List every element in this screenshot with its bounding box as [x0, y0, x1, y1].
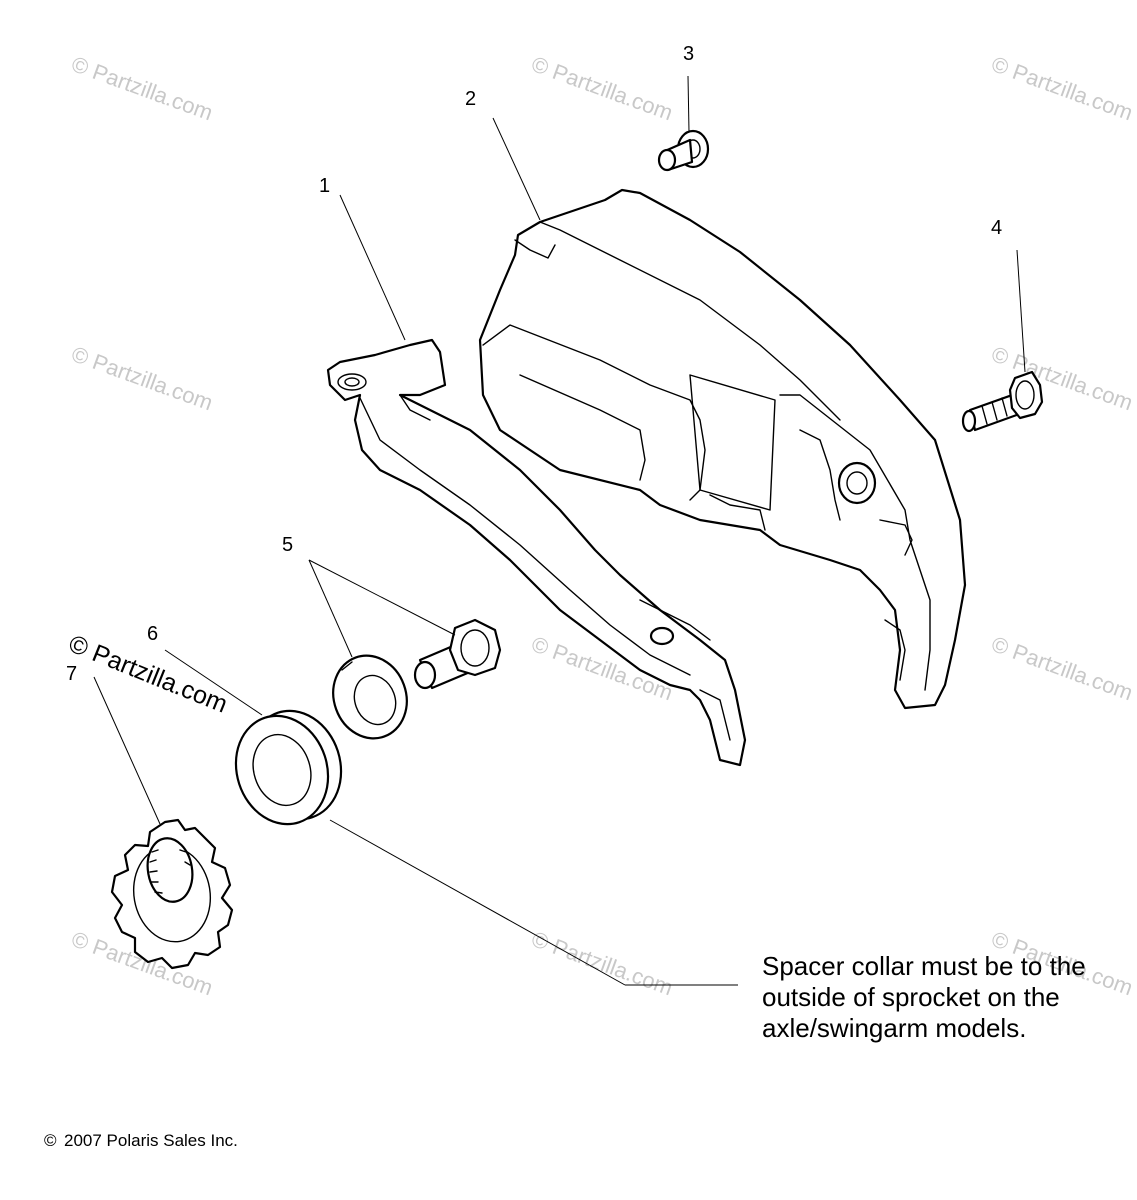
callout-7: 7 [66, 663, 77, 685]
watermark-tile: © Partzilla.com [68, 341, 216, 415]
callout-2: 2 [465, 88, 476, 110]
callout-4: 4 [991, 217, 1002, 239]
watermark-tile: © Partzilla.com [528, 926, 676, 1000]
callout-3: 3 [683, 43, 694, 65]
part-7-sprocket [110, 818, 234, 970]
part-5-washer [332, 654, 408, 740]
note-line-2: outside of sprocket on the [762, 982, 1060, 1012]
part-5-bolt [413, 618, 502, 690]
watermark-tile: © Partzilla.com [988, 631, 1136, 705]
copyright-text: 2007 Polaris Sales Inc. [64, 1131, 238, 1150]
part-3-bolt [657, 129, 710, 172]
assembly-note: Spacer collar must be to the outside of … [762, 951, 1086, 1043]
watermark-tile: © Partzilla.com [988, 51, 1136, 125]
part-2-chain-guard [478, 188, 967, 710]
watermark-tile: © Partzilla.com [528, 51, 676, 125]
callout-6: 6 [147, 623, 158, 645]
callout-5: 5 [282, 534, 293, 556]
copyright: © 2007 Polaris Sales Inc. [44, 1131, 238, 1150]
note-line-3: axle/swingarm models. [762, 1013, 1026, 1043]
leader-lines [93, 75, 1026, 986]
part-4-bolt [961, 370, 1044, 433]
copyright-symbol: © [44, 1131, 57, 1150]
callouts: 1 2 3 4 5 6 7 [66, 43, 1002, 685]
part-6-spacer-collar [234, 709, 343, 826]
callout-1: 1 [319, 175, 330, 197]
watermark-tile: © Partzilla.com [68, 51, 216, 125]
watermark-tiles: © Partzilla.com © Partzilla.com © Partzi… [68, 51, 1136, 1000]
note-line-1: Spacer collar must be to the [762, 951, 1086, 981]
part-1-bracket [326, 338, 747, 767]
